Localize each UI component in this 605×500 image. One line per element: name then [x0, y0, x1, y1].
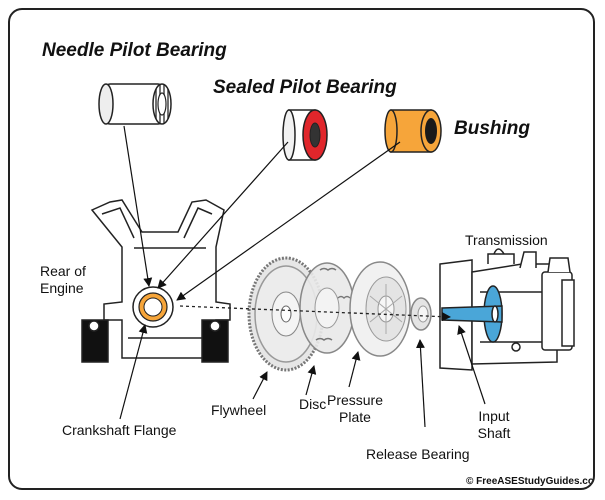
crankshaft-flange	[132, 286, 174, 328]
needle-pilot-bearing	[98, 83, 172, 125]
bushing-part	[384, 109, 442, 153]
transmission-label: Transmission	[465, 232, 548, 248]
flywheel-part	[247, 256, 325, 372]
transmission-part	[439, 248, 575, 371]
release-bearing-label: Release Bearing	[366, 446, 470, 462]
engine-block	[81, 199, 231, 363]
rear-of-engine-label-line1: Rear of	[40, 263, 86, 279]
sealed-pilot-bearing	[282, 109, 328, 161]
pressure-plate-part	[349, 261, 411, 357]
leader-arrows	[119, 125, 486, 428]
diagram-canvas	[81, 83, 575, 428]
crankshaft-flange-label: Crankshaft Flange	[62, 422, 177, 438]
input-shaft-label-line1: Input	[478, 408, 510, 424]
rear-of-engine-label-line2: Engine	[40, 280, 84, 296]
diagram-frame: Needle Pilot Bearing Sealed Pilot Bearin…	[8, 8, 595, 490]
release-bearing-part	[410, 297, 432, 331]
pressure-plate-label-line2: Plate	[339, 409, 371, 425]
disc-label: Disc	[299, 396, 327, 412]
copyright-notice: © FreeASEStudyGuides.com	[466, 476, 595, 487]
input-shaft-label-line2: Shaft	[477, 425, 511, 441]
bushing-title: Bushing	[454, 118, 530, 139]
needle-pilot-bearing-title: Needle Pilot Bearing	[42, 40, 227, 61]
pressure-plate-label-line1: Pressure	[326, 392, 384, 408]
clutch-disc-part	[299, 262, 355, 354]
sealed-pilot-bearing-title: Sealed Pilot Bearing	[213, 77, 397, 98]
flywheel-label: Flywheel	[211, 402, 267, 418]
